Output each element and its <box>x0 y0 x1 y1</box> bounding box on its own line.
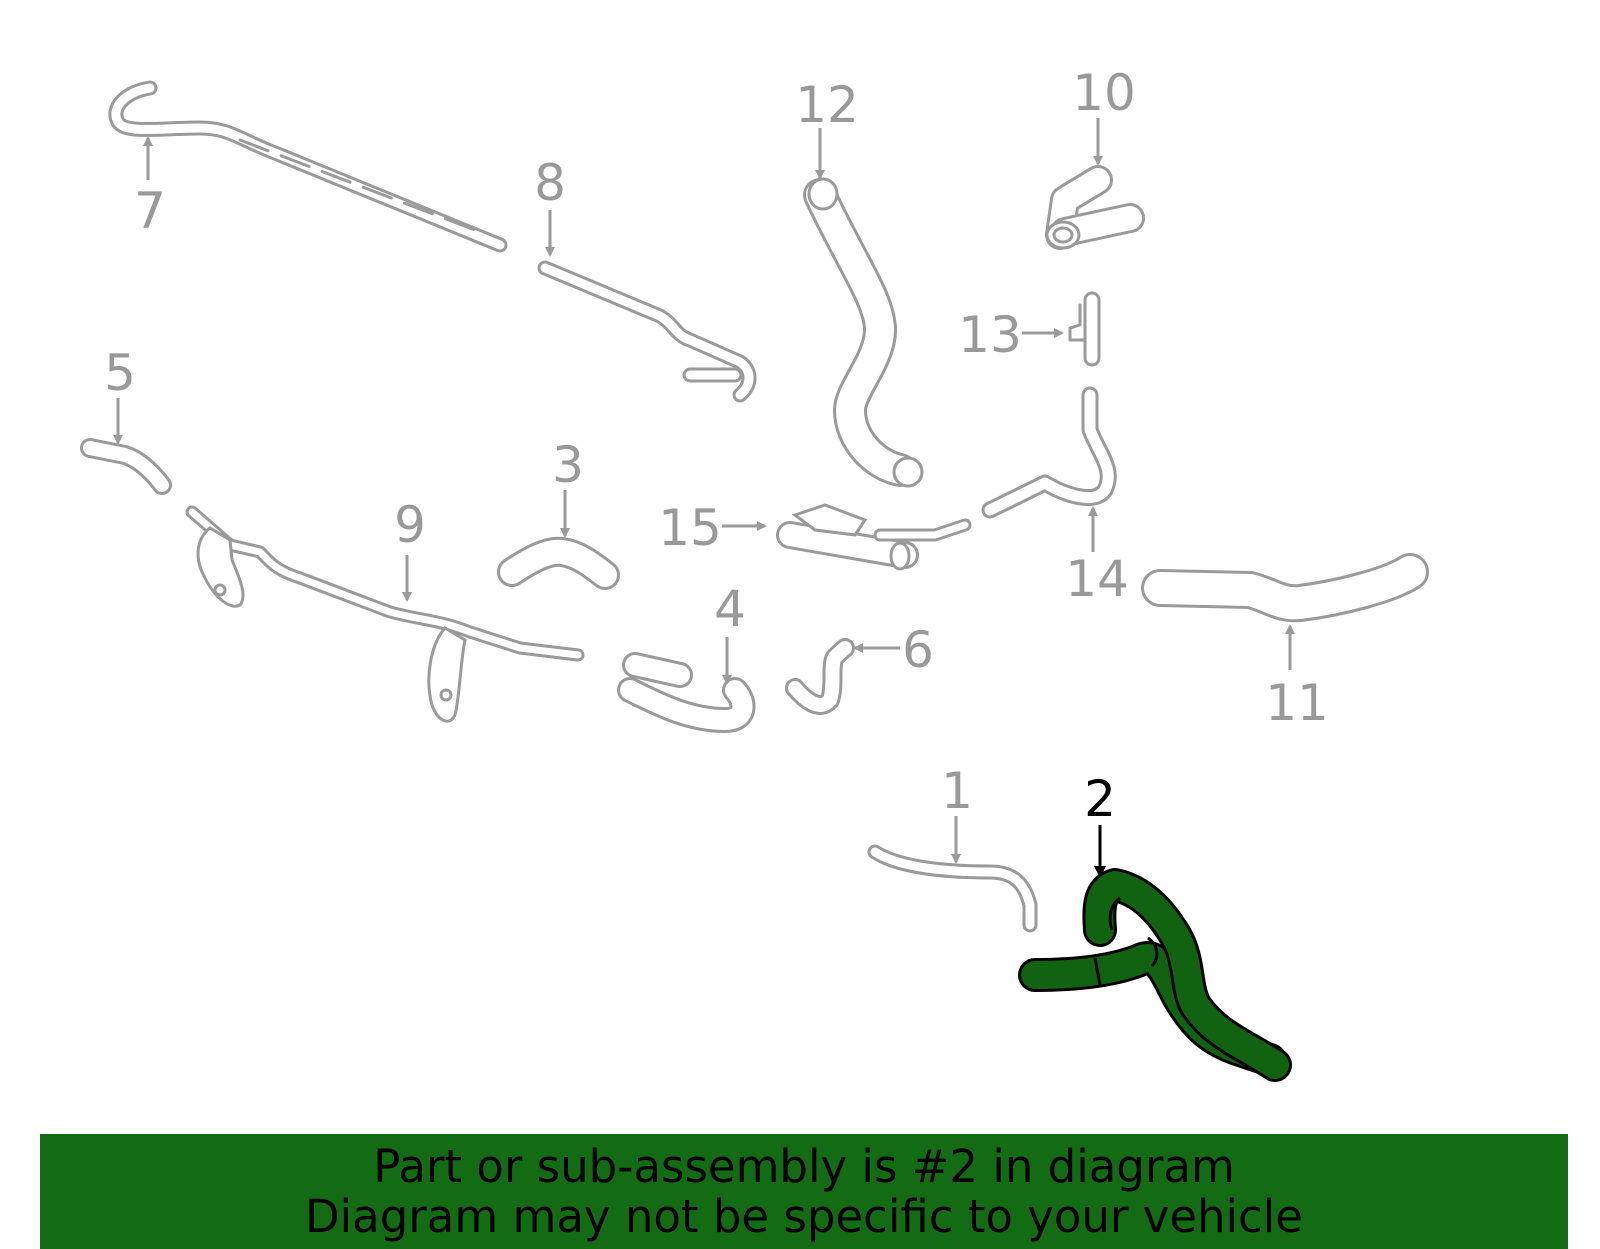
part-6-hose[interactable] <box>785 638 855 715</box>
callout-14: 14 <box>1065 550 1129 608</box>
part-15-assembly[interactable] <box>776 503 972 571</box>
callout-13: 13 <box>958 306 1022 364</box>
callout-8: 8 <box>534 154 566 212</box>
part-9-pipe[interactable] <box>185 505 585 723</box>
part-13-clip[interactable] <box>1068 291 1101 367</box>
banner-line-1: Part or sub-assembly is #2 in diagram <box>373 1139 1235 1193</box>
callout-labels: 7 8 12 10 13 14 11 5 9 3 15 4 6 1 2 <box>104 64 1329 828</box>
callout-7: 7 <box>134 182 166 240</box>
callout-arrows <box>113 118 1295 878</box>
callout-11: 11 <box>1265 674 1329 732</box>
part-14-hose[interactable] <box>981 386 1117 519</box>
part-12-hose[interactable] <box>803 177 924 488</box>
part-11-hose[interactable] <box>1141 553 1429 623</box>
callout-4: 4 <box>714 580 746 638</box>
callout-9: 9 <box>394 496 426 554</box>
banner-line-2: Diagram may not be specific to your vehi… <box>305 1189 1303 1243</box>
callout-3: 3 <box>552 436 584 494</box>
part-3-hose[interactable] <box>497 536 620 590</box>
callout-12: 12 <box>795 76 859 134</box>
part-4-hose[interactable] <box>617 652 756 733</box>
part-1-hose[interactable] <box>867 844 1038 933</box>
part-10-hose[interactable] <box>1045 165 1145 250</box>
callout-6: 6 <box>902 621 934 679</box>
callout-15: 15 <box>658 499 722 557</box>
info-banner: Part or sub-assembly is #2 in diagram Di… <box>40 1134 1568 1249</box>
part-5-hose[interactable] <box>80 438 172 495</box>
part-7-hose[interactable] <box>108 80 508 253</box>
callout-5: 5 <box>104 344 136 402</box>
callout-1: 1 <box>941 762 973 820</box>
callout-2: 2 <box>1084 770 1116 828</box>
callout-10: 10 <box>1072 64 1136 122</box>
part-2-hose-highlighted[interactable] <box>1018 868 1292 1082</box>
part-8-hose[interactable] <box>537 260 757 403</box>
